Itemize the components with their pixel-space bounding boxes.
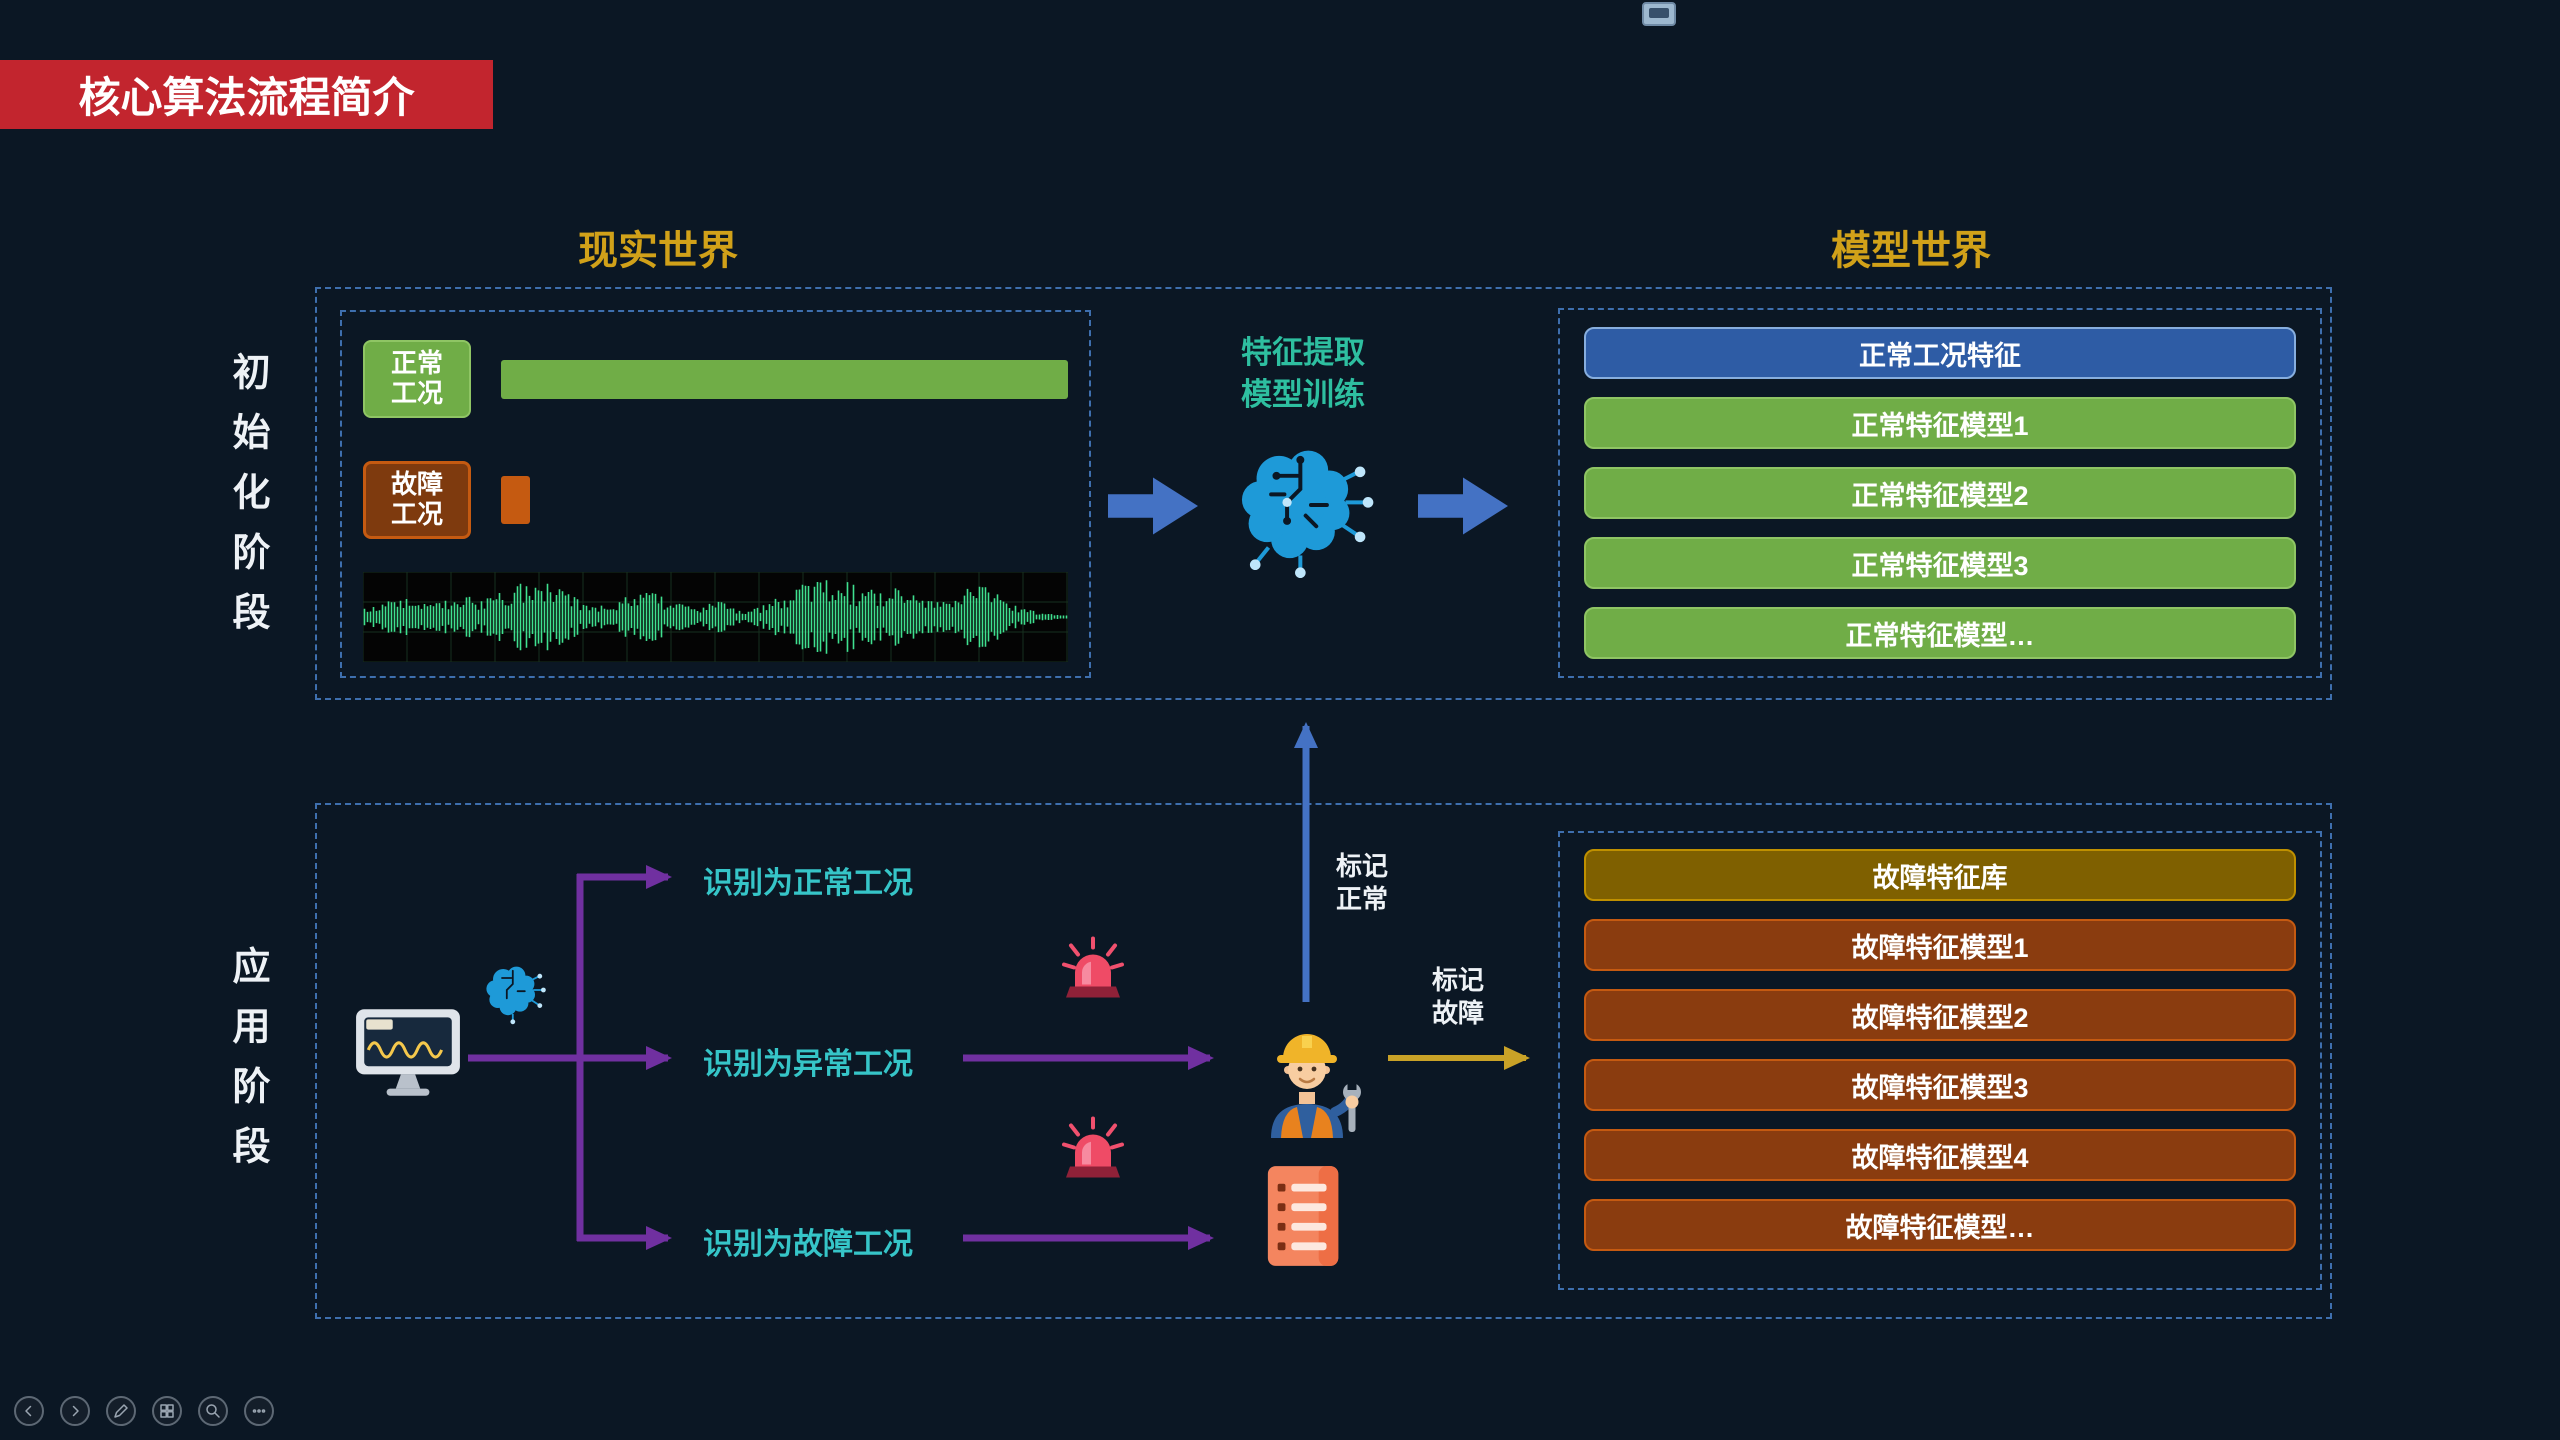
zoom-button[interactable] <box>198 1396 228 1426</box>
engineer-worker-icon <box>1246 1006 1368 1138</box>
slide-title-banner: 核心算法流程简介 <box>0 60 493 129</box>
slide-title: 核心算法流程简介 <box>78 74 415 121</box>
fault-condition-line2: 工况 <box>390 499 443 529</box>
more-options-button[interactable] <box>244 1396 274 1426</box>
prev-slide-button[interactable] <box>14 1396 44 1426</box>
vibration-waveform <box>363 572 1068 662</box>
collapsed-toolbar-icon[interactable] <box>1642 2 1676 26</box>
monitor-waveform-icon <box>352 1002 464 1106</box>
normal-condition-line2: 工况 <box>390 378 443 408</box>
normal-condition-line1: 正常 <box>390 348 443 379</box>
normal-feature-panel <box>1558 308 2322 678</box>
normal-model-bar-3: 正常特征模型3 <box>1584 537 2296 589</box>
model-world-header: 模型世界 <box>1831 229 1991 273</box>
phase-label-init: 初始化阶段 <box>226 352 268 652</box>
mark-normal-line1: 标记 <box>1335 851 1388 881</box>
fault-model-bar-4: 故障特征模型4 <box>1584 1129 2296 1181</box>
normal-model-bar-2: 正常特征模型2 <box>1584 467 2296 519</box>
input-data-box <box>340 310 1091 678</box>
fault-condition-button: 故障 工况 <box>363 461 471 539</box>
normal-model-bar-more: 正常特征模型… <box>1584 607 2296 659</box>
normal-data-bar <box>501 360 1068 399</box>
mark-fault-line1: 标记 <box>1431 965 1484 995</box>
next-slide-button[interactable] <box>60 1396 90 1426</box>
alarm-siren-icon-abnormal <box>1058 933 1128 1011</box>
real-world-header: 现实世界 <box>578 229 738 273</box>
fault-log-icon <box>1262 1162 1350 1270</box>
branch-label-normal: 识别为正常工况 <box>703 867 913 900</box>
fault-model-bar-1: 故障特征模型1 <box>1584 919 2296 971</box>
mark-normal-line2: 正常 <box>1335 883 1388 914</box>
branch-label-abnormal: 识别为异常工况 <box>703 1048 913 1081</box>
phase-label-app: 应用阶段 <box>226 946 268 1186</box>
app-stage-box <box>315 803 2332 1319</box>
normal-model-bar-1: 正常特征模型1 <box>1584 397 2296 449</box>
fault-model-bar-3: 故障特征模型3 <box>1584 1059 2296 1111</box>
slides-overview-button[interactable] <box>152 1396 182 1426</box>
fault-model-bar-2: 故障特征模型2 <box>1584 989 2296 1041</box>
alarm-siren-icon-fault <box>1058 1113 1128 1191</box>
normal-condition-button: 正常 工况 <box>363 340 471 418</box>
mark-normal-label: 标记 正常 <box>1322 850 1402 915</box>
fault-library-header-bar: 故障特征库 <box>1584 849 2296 901</box>
init-stage-box <box>315 287 2332 700</box>
brain-circuit-icon <box>1223 436 1383 582</box>
fault-model-bar-more: 故障特征模型… <box>1584 1199 2296 1251</box>
fault-condition-line1: 故障 <box>390 469 443 500</box>
branch-label-fault: 识别为故障工况 <box>703 1228 913 1261</box>
pen-tool-button[interactable] <box>106 1396 136 1426</box>
normal-feature-header-bar: 正常工况特征 <box>1584 327 2296 379</box>
process-label: 特征提取 模型训练 <box>1188 332 1418 416</box>
fault-feature-panel <box>1558 831 2322 1290</box>
mark-fault-line2: 故障 <box>1431 997 1484 1028</box>
process-label-line1: 特征提取 <box>1241 335 1365 370</box>
brain-circuit-icon-small <box>478 960 550 1026</box>
fault-data-bar <box>501 476 530 524</box>
mark-fault-label: 标记 故障 <box>1418 964 1498 1029</box>
process-label-line2: 模型训练 <box>1241 376 1365 412</box>
